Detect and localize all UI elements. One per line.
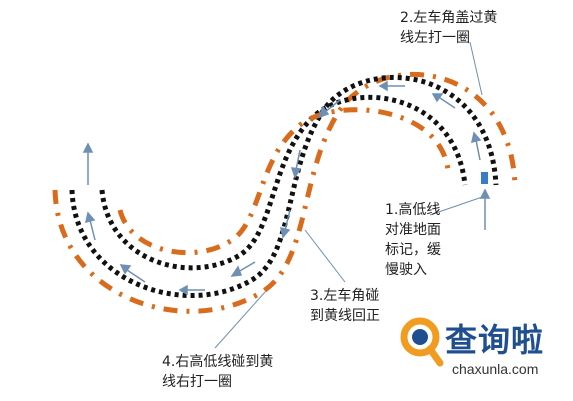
annotation-step-2: 2.左车角盖过黄 线左打一圈 — [400, 10, 498, 46]
outer-lane-edge — [69, 75, 499, 299]
logo-name: 查询啦 — [445, 321, 545, 359]
direction-arrows — [82, 80, 491, 296]
watermark-logo: 查询啦 chaxunla.com — [400, 315, 570, 393]
annotation-step-3: 3.左车角碰 到黄线回正 — [310, 288, 380, 324]
magnifier-icon — [400, 317, 444, 367]
leader-lines — [214, 41, 489, 349]
logo-url: chaxunla.com — [452, 361, 539, 377]
outer-yellow-line — [52, 71, 518, 314]
inner-lane-edge — [99, 94, 468, 271]
annotation-step-4: 4.右高低线碰到黄 线右打一圈 — [162, 354, 274, 390]
car-marker — [481, 172, 488, 184]
annotation-step-1: 1.高低线 对准地面 标记，缓 慢驶入 — [385, 202, 441, 278]
